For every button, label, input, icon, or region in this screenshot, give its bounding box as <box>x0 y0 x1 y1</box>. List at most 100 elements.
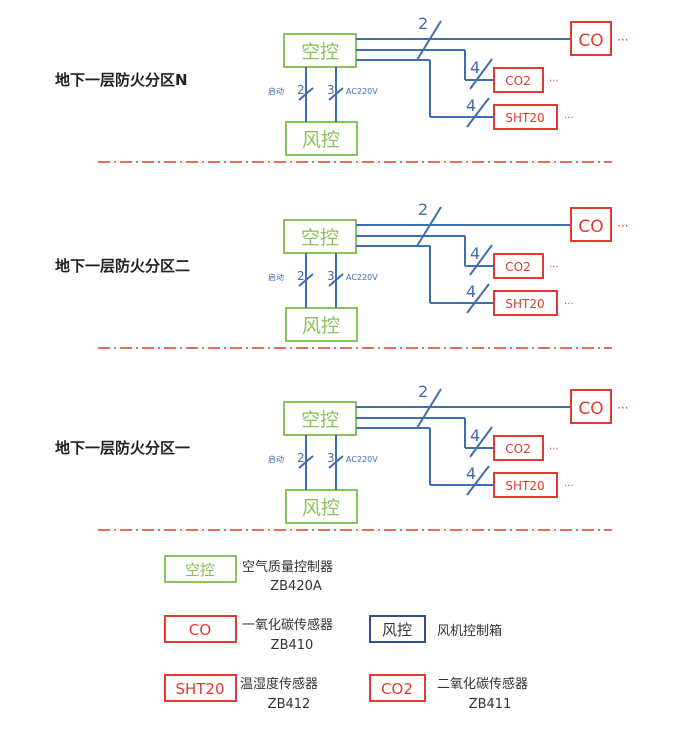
legend-air-controller-symbol-text: 空控 <box>185 561 215 579</box>
sht-count-slash <box>466 283 490 314</box>
bus-count: 2 <box>418 382 428 401</box>
legend-air-controller-symbol <box>164 555 237 583</box>
power-wire-count-slash <box>328 87 344 101</box>
zone-title: 地下一层防火分区一 <box>55 439 190 457</box>
legend-fan-controller: 风控 风机控制箱 <box>369 615 502 643</box>
legend-sht-sensor-model: ZB412 <box>268 697 311 712</box>
legend-co-sensor-symbol <box>164 615 237 643</box>
fan-controller-label: 风控 <box>302 315 340 337</box>
start-wire-count-slash <box>298 87 314 101</box>
sht-sensor-box <box>493 104 558 130</box>
co2-sensor-box <box>493 253 544 279</box>
sht-more-indicator: ··· <box>564 481 574 492</box>
co-more-indicator: ··· <box>617 33 628 47</box>
legend-fan-controller-symbol-text: 风控 <box>382 621 412 639</box>
bus-count: 2 <box>418 200 428 219</box>
sht-count: 4 <box>466 282 476 301</box>
legend-air-controller-model: ZB420A <box>270 579 322 594</box>
fan-controller-label: 风控 <box>302 497 340 519</box>
legend-co-sensor-name: 一氧化碳传感器 <box>242 617 333 633</box>
start-label: 启动 <box>268 86 284 96</box>
legend-air-controller-name: 空气质量控制器 <box>242 559 333 575</box>
start-label: 启动 <box>268 454 284 464</box>
co2-more-indicator: ··· <box>549 262 559 273</box>
co2-sensor-label: CO2 <box>505 442 530 456</box>
legend-co2-sensor: CO2 二氧化碳传感器 ZB411 <box>369 674 528 712</box>
air-controller-label: 空控 <box>301 227 339 249</box>
co2-count: 4 <box>470 58 480 77</box>
legend-co2-sensor-symbol-text: CO2 <box>381 680 413 698</box>
sht-sensor-label: SHT20 <box>505 111 544 125</box>
co2-sensor-box <box>493 435 544 461</box>
legend-sht-sensor: SHT20 温湿度传感器 ZB412 <box>164 674 318 712</box>
sht-more-indicator: ··· <box>564 299 574 310</box>
sht-more-indicator: ··· <box>564 113 574 124</box>
co2-sensor-box <box>493 67 544 93</box>
power-label: AC220V <box>346 273 378 282</box>
co2-count-slash <box>469 244 493 276</box>
bus-count: 2 <box>418 14 428 33</box>
sht-sensor-label: SHT20 <box>505 479 544 493</box>
co-sensor-box <box>570 389 612 424</box>
start-wire-count-slash <box>298 455 314 469</box>
legend-fan-controller-symbol <box>369 615 426 643</box>
power-count: 3 <box>327 269 335 283</box>
legend-air-controller: 空控 空气质量控制器 ZB420A <box>164 555 333 594</box>
sht-count: 4 <box>466 96 476 115</box>
power-label: AC220V <box>346 87 378 96</box>
air-controller-box <box>283 33 357 68</box>
legend-co-sensor-symbol-text: CO <box>189 621 211 639</box>
legend-co-sensor-model: ZB410 <box>271 638 314 653</box>
start-wire-count-slash <box>298 273 314 287</box>
co2-count: 4 <box>470 426 480 445</box>
bus-count-slash <box>416 20 442 61</box>
sht-count: 4 <box>466 464 476 483</box>
power-count: 3 <box>327 451 335 465</box>
co-sensor-label: CO <box>578 217 603 237</box>
co-sensor-label: CO <box>578 399 603 419</box>
legend-co2-sensor-model: ZB411 <box>469 697 512 712</box>
legend-co2-sensor-name: 二氧化碳传感器 <box>437 676 528 692</box>
co-sensor-box <box>570 21 612 56</box>
co2-count-slash <box>469 58 493 90</box>
co-sensor-label: CO <box>578 31 603 51</box>
zone-title: 地下一层防火分区二 <box>55 257 190 275</box>
co2-sensor-label: CO2 <box>505 260 530 274</box>
air-controller-box <box>283 219 357 254</box>
start-count: 2 <box>297 451 305 465</box>
co2-more-indicator: ··· <box>549 444 559 455</box>
sht-sensor-box <box>493 290 558 316</box>
fan-controller-box <box>285 489 358 524</box>
legend-co2-sensor-symbol <box>369 674 426 702</box>
bus-count-slash <box>416 388 442 429</box>
legend: 空控 空气质量控制器 ZB420A CO 一氧化碳传感器 ZB410 风控 风机… <box>164 555 528 712</box>
start-count: 2 <box>297 83 305 97</box>
sht-sensor-label: SHT20 <box>505 297 544 311</box>
co2-sensor-label: CO2 <box>505 74 530 88</box>
co2-count: 4 <box>470 244 480 263</box>
power-count: 3 <box>327 83 335 97</box>
power-label: AC220V <box>346 455 378 464</box>
sht-count-slash <box>466 465 490 496</box>
co-more-indicator: ··· <box>617 401 628 415</box>
sht-sensor-box <box>493 472 558 498</box>
start-count: 2 <box>297 269 305 283</box>
legend-co-sensor: CO 一氧化碳传感器 ZB410 <box>164 615 333 653</box>
co-sensor-box <box>570 207 612 242</box>
sht-count-slash <box>466 97 490 128</box>
fan-controller-box <box>285 121 358 156</box>
zone-title: 地下一层防火分区N <box>55 71 188 89</box>
co-more-indicator: ··· <box>617 219 628 233</box>
legend-sht-sensor-name: 温湿度传感器 <box>240 676 318 692</box>
air-controller-label: 空控 <box>301 41 339 63</box>
fan-controller-box <box>285 307 358 342</box>
legend-sht-sensor-symbol-text: SHT20 <box>175 680 224 698</box>
air-controller-box <box>283 401 357 436</box>
co2-more-indicator: ··· <box>549 76 559 87</box>
legend-fan-controller-name: 风机控制箱 <box>437 623 502 639</box>
power-wire-count-slash <box>328 273 344 287</box>
